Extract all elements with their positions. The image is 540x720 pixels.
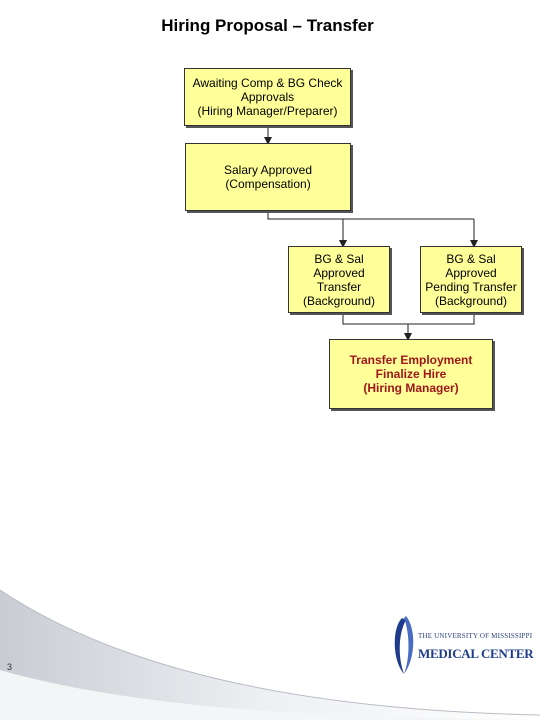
connector-salary-split	[267, 211, 343, 220]
logo-mark-icon	[394, 616, 414, 674]
node-final-line-3: (Hiring Manager)	[363, 381, 459, 395]
logo-text-university: THE UNIVERSITY OF MISSISSIPPI	[418, 632, 533, 640]
node-bg-pending-line-1: BG & Sal Approved	[445, 251, 497, 280]
page-title: Hiring Proposal – Transfer	[161, 16, 374, 35]
footer-swoosh	[0, 589, 540, 720]
page-number: 3	[7, 662, 13, 672]
node-bg-pending-line-2: Pending Transfer	[425, 279, 517, 294]
node-final-line-2: Finalize Hire	[375, 367, 447, 381]
node-awaiting-line-3: (Hiring Manager/Preparer)	[197, 104, 338, 118]
node-bg-transfer-line-1: BG & Sal Approved	[313, 251, 365, 280]
node-transfer-employment: Transfer Employment Finalize Hire (Hirin…	[329, 339, 493, 409]
node-awaiting-line-2: Approvals	[240, 90, 295, 104]
node-bg-transfer-line-2: Transfer	[316, 279, 362, 294]
node-awaiting-line-1: Awaiting Comp & BG Check	[192, 76, 343, 90]
node-bg-pending-line-3: (Background)	[434, 293, 508, 308]
node-bg-sal-pending: BG & Sal Approved Pending Transfer (Back…	[420, 246, 522, 313]
university-logo: THE UNIVERSITY OF MISSISSIPPI MEDICAL CE…	[388, 614, 534, 678]
logo-text-medical-center: MEDICAL CENTER	[418, 646, 534, 661]
node-salary-approved: Salary Approved (Compensation)	[185, 143, 351, 211]
node-bg-transfer-line-3: (Background)	[302, 293, 376, 308]
node-final-line-1: Transfer Employment	[349, 353, 473, 367]
node-salary-line-2: (Compensation)	[225, 177, 311, 191]
node-salary-line-1: Salary Approved	[223, 163, 313, 177]
node-bg-sal-transfer: BG & Sal Approved Transfer (Background)	[288, 246, 390, 313]
connector-merge	[342, 313, 475, 325]
node-awaiting-approvals: Awaiting Comp & BG Check Approvals (Hiri…	[184, 68, 351, 126]
